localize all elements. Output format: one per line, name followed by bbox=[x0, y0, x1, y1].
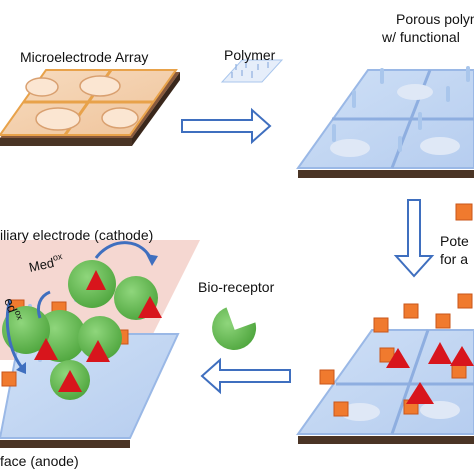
sensing-triangles bbox=[34, 270, 162, 392]
sensing-panel: iliary electrode (cathode) Medox edox fa… bbox=[0, 227, 200, 469]
electrode-pad bbox=[79, 75, 121, 97]
porous-pad bbox=[330, 139, 370, 157]
target-legend: Pote for a bbox=[440, 203, 473, 267]
anode-base-edge bbox=[0, 440, 130, 448]
polymer-label: Polymer bbox=[224, 47, 276, 63]
porous-polymer-label-2: w/ functional bbox=[381, 29, 460, 45]
auxiliary-electrode-label: iliary electrode (cathode) bbox=[0, 227, 153, 243]
bio-receptor-legend: Bio-receptor bbox=[198, 279, 275, 350]
redox-arrowheads bbox=[16, 254, 158, 374]
potential-target-label-1: Pote bbox=[440, 233, 469, 249]
med-red-label: edox bbox=[1, 295, 25, 324]
bio-receptor-label: Bio-receptor bbox=[198, 279, 275, 295]
porous-pad bbox=[397, 84, 433, 100]
target-cube-icon bbox=[455, 203, 473, 221]
polymer-fibers bbox=[231, 62, 269, 78]
porous-base-edge bbox=[298, 170, 474, 178]
array-base-edge bbox=[0, 138, 132, 146]
porous-polymer-panel: Porous polymer w/ functional bbox=[296, 11, 474, 178]
electrode-pad bbox=[35, 107, 81, 131]
microelectrode-array-panel: Microelectrode Array bbox=[0, 49, 180, 146]
receptor-discs bbox=[2, 260, 158, 400]
microelectrode-array-label: Microelectrode Array bbox=[20, 49, 148, 65]
porous-pillars bbox=[332, 66, 470, 152]
target-pad bbox=[340, 403, 380, 421]
target-base-edge bbox=[298, 436, 474, 444]
bio-receptor-triangles bbox=[386, 342, 474, 404]
porous-polymer-label-1: Porous polymer bbox=[396, 11, 474, 27]
porous-pad bbox=[420, 137, 460, 155]
surface-anode-label: face (anode) bbox=[0, 453, 79, 469]
potential-target-label-2: for a bbox=[440, 251, 468, 267]
target-pad bbox=[420, 401, 460, 419]
left-arrow bbox=[200, 357, 291, 395]
electrode-pad bbox=[25, 77, 59, 97]
down-arrow bbox=[393, 199, 435, 278]
array-base-side bbox=[132, 72, 180, 146]
right-arrow bbox=[181, 107, 272, 145]
target-bound-panel bbox=[296, 293, 474, 444]
med-ox-label: Medox bbox=[27, 251, 65, 275]
polymer-sheet: Polymer bbox=[220, 47, 284, 83]
bio-receptor-icon bbox=[212, 307, 257, 350]
target-divider-v bbox=[390, 329, 430, 435]
electrode-pad bbox=[101, 107, 139, 129]
